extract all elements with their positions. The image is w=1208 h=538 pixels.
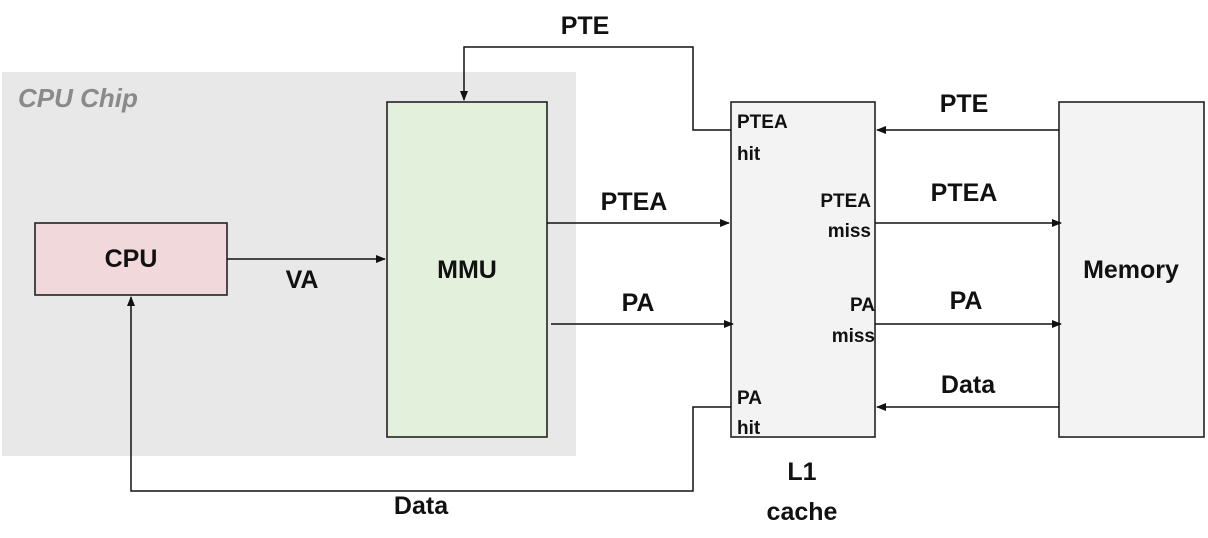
port-pa-miss-line1: PA <box>850 295 875 316</box>
mmu-label: MMU <box>437 256 497 284</box>
cache-caption-line1: L1 <box>787 458 816 486</box>
arrow-pte-cache-to-mmu <box>460 46 731 131</box>
arrow-data-cache-to-cpu <box>127 296 731 492</box>
cache-caption-line2: cache <box>767 498 838 526</box>
port-ptea-miss-line2: miss <box>828 221 871 242</box>
signal-va: VA <box>286 266 319 294</box>
signal-ptea-mmu-cache: PTEA <box>601 188 668 216</box>
port-pa-hit-line1: PA <box>737 388 762 409</box>
signal-data-bottom: Data <box>394 492 449 520</box>
memory-label: Memory <box>1083 256 1179 284</box>
cpu-chip-label: CPU Chip <box>18 83 138 113</box>
signal-pa-mmu-cache: PA <box>622 289 655 317</box>
cpu-label: CPU <box>105 245 158 273</box>
port-ptea-miss-line1: PTEA <box>820 191 871 212</box>
signal-pa-cache-mem: PA <box>950 287 983 315</box>
signal-data-mem-cache: Data <box>941 371 996 399</box>
port-pa-hit-line2: hit <box>737 418 761 439</box>
memory-block <box>1058 101 1205 438</box>
port-ptea-hit-line2: hit <box>737 144 761 165</box>
signal-pte-mem-cache: PTE <box>940 90 989 118</box>
cpu-block <box>34 222 228 296</box>
l1-cache-block <box>730 101 876 438</box>
port-ptea-hit-line1: PTEA <box>737 112 788 133</box>
signal-pte-top: PTE <box>561 12 610 40</box>
mmu-block <box>386 101 548 438</box>
signal-ptea-cache-mem: PTEA <box>931 179 998 207</box>
port-pa-miss-line2: miss <box>832 326 875 347</box>
